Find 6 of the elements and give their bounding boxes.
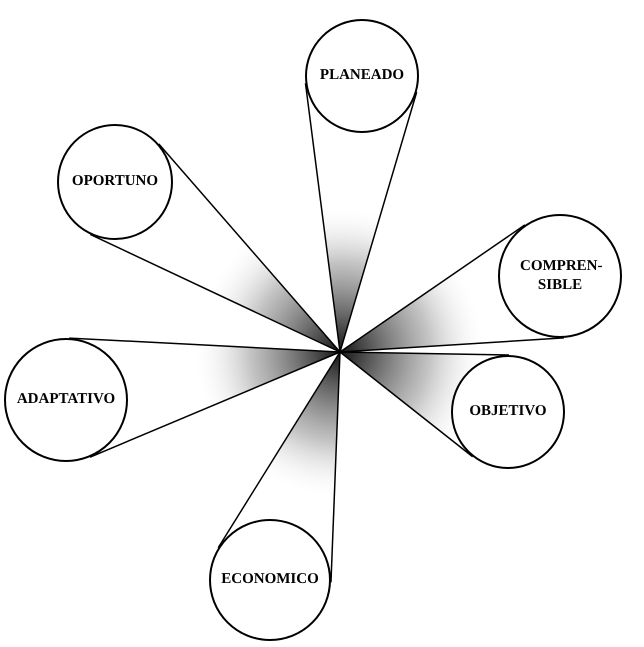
node-label: COMPREN- SIBLE <box>520 256 600 295</box>
node-label: PLANEADO <box>320 66 404 86</box>
node-label: OBJETIVO <box>469 402 547 422</box>
node-label: OPORTUNO <box>72 172 158 192</box>
node-label: ADAPTATIVO <box>16 390 116 410</box>
node-label: ECONOMICO <box>221 570 319 590</box>
